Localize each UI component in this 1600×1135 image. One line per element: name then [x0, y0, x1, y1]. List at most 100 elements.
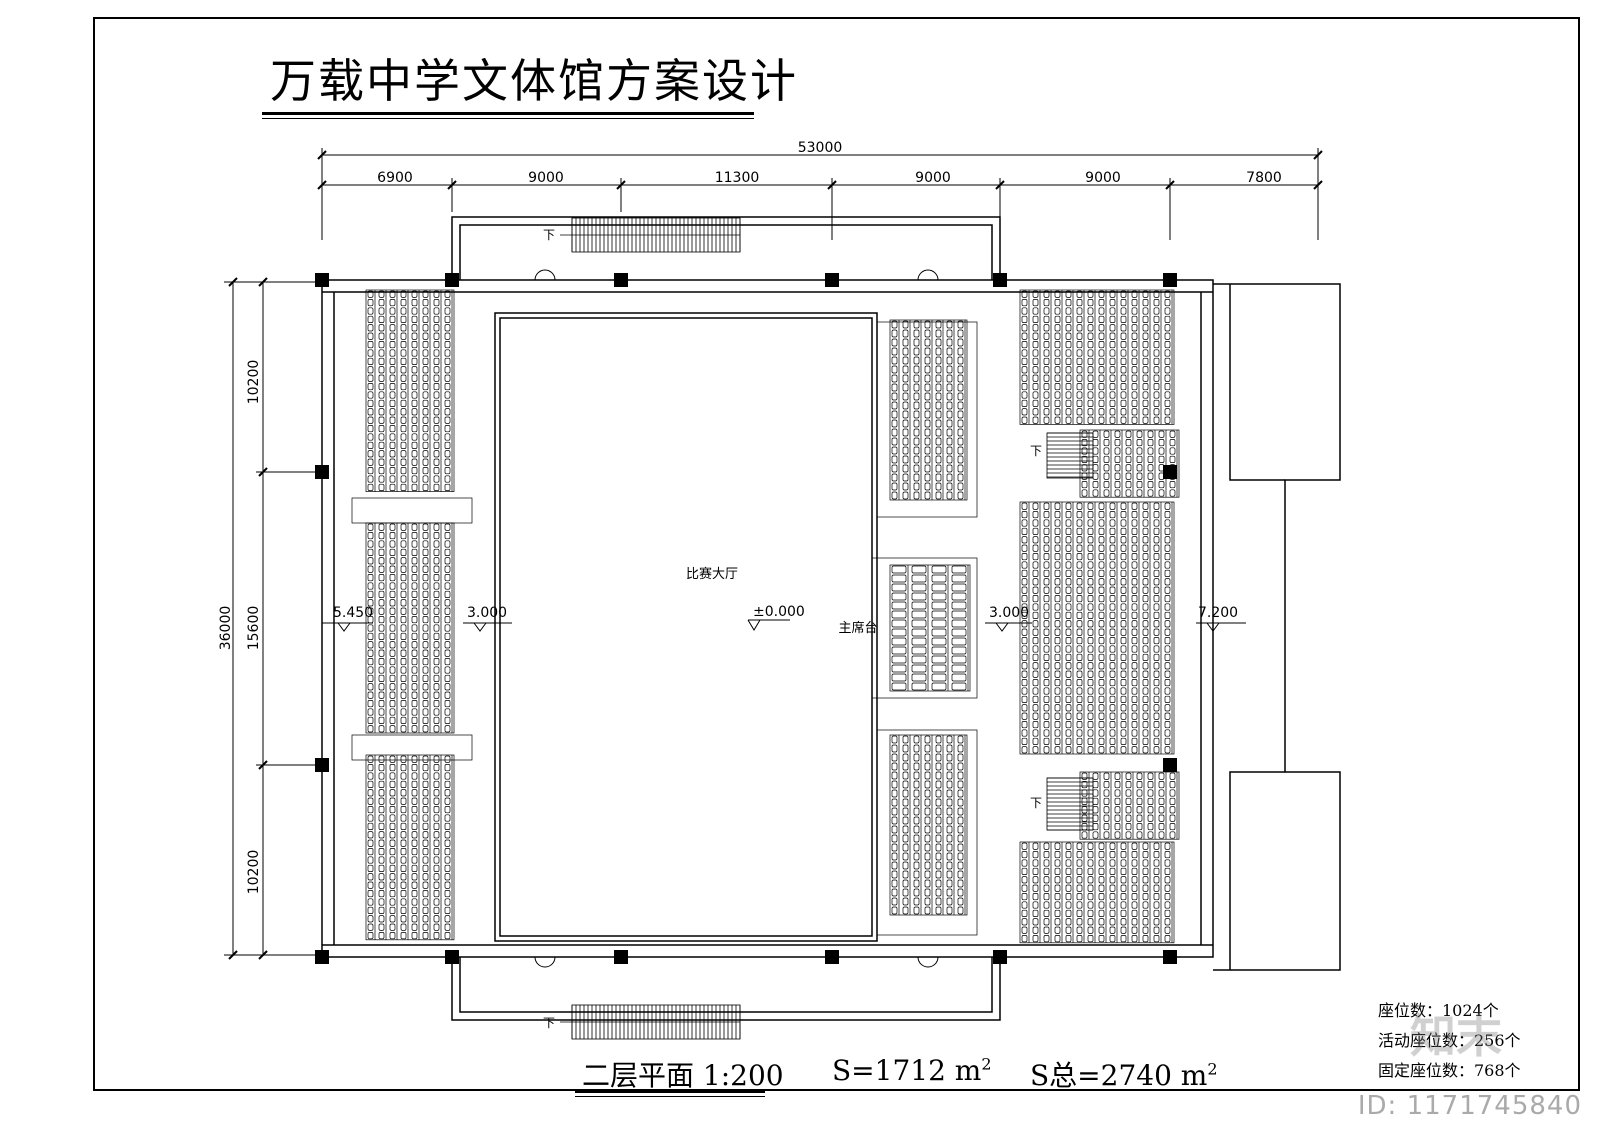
seat: [1043, 918, 1050, 926]
seat: [422, 574, 429, 582]
seat: [389, 332, 396, 340]
seat: [1076, 842, 1083, 850]
seat: [1098, 595, 1105, 603]
seat: [444, 299, 451, 307]
seat: [1158, 455, 1165, 463]
seat: [433, 932, 440, 940]
seat: [1065, 628, 1072, 636]
seat: [444, 789, 451, 797]
seat: [957, 789, 964, 798]
seat: [1120, 408, 1127, 416]
seat: [411, 932, 418, 940]
seat: [1065, 519, 1072, 527]
seat: [1142, 746, 1149, 754]
seat: [433, 856, 440, 864]
seat: [367, 772, 374, 780]
seat: [400, 839, 407, 847]
seat: [1153, 502, 1160, 510]
seat: [1076, 611, 1083, 619]
seat: [411, 408, 418, 416]
seat: [1098, 620, 1105, 628]
column: [614, 273, 628, 287]
seat: [957, 419, 964, 428]
seat: [1120, 307, 1127, 315]
seat: [422, 848, 429, 856]
seat: [1043, 341, 1050, 349]
seat: [1120, 519, 1127, 527]
seat: [1164, 357, 1171, 365]
seat: [1120, 332, 1127, 340]
seat: [422, 540, 429, 548]
seat: [367, 540, 374, 548]
seat: [924, 870, 931, 879]
seat: [444, 725, 451, 733]
seat: [913, 780, 920, 789]
seat: [1109, 704, 1116, 712]
seat: [902, 491, 909, 500]
seat: [913, 320, 920, 329]
seat: [1065, 746, 1072, 754]
seat: [1032, 374, 1039, 382]
seat: [957, 473, 964, 482]
seat: [400, 898, 407, 906]
area-sup: 2: [981, 1054, 992, 1074]
seat: [1054, 746, 1061, 754]
seat: [389, 864, 396, 872]
seat: [1098, 712, 1105, 720]
seat: [1131, 611, 1138, 619]
seat: [1120, 876, 1127, 884]
seat: [1032, 901, 1039, 909]
dim-bay-1: 6900: [377, 170, 413, 186]
seat: [931, 565, 947, 574]
seat: [1109, 653, 1116, 661]
seat: [1109, 859, 1116, 867]
building-walls: [321, 216, 1341, 1021]
seat: [1054, 729, 1061, 737]
seat: [902, 383, 909, 392]
seat: [1147, 772, 1154, 780]
seat: [1131, 628, 1138, 636]
seat: [951, 655, 967, 664]
seat: [957, 482, 964, 491]
seat: [367, 915, 374, 923]
seat: [1087, 704, 1094, 712]
seat: [389, 315, 396, 323]
seat: [422, 708, 429, 716]
seat-block: [1079, 771, 1180, 840]
seat: [1032, 341, 1039, 349]
seat: [422, 716, 429, 724]
seat: [891, 771, 898, 780]
seat: [1125, 831, 1132, 839]
seat: [1164, 662, 1171, 670]
seat: [433, 700, 440, 708]
seat: [1087, 357, 1094, 365]
seat: [957, 446, 964, 455]
seat: [389, 923, 396, 931]
seat: [1120, 290, 1127, 298]
seat: [1043, 628, 1050, 636]
seat: [902, 392, 909, 401]
seat: [1131, 695, 1138, 703]
seat: [1136, 472, 1143, 480]
seat: [1081, 781, 1088, 789]
seat: [400, 674, 407, 682]
seat: [411, 789, 418, 797]
seat: [1076, 729, 1083, 737]
seat: [422, 839, 429, 847]
seat: [400, 881, 407, 889]
seat: [902, 789, 909, 798]
seat: [902, 897, 909, 906]
seat: [1164, 290, 1171, 298]
seat: [1131, 704, 1138, 712]
seat: [444, 831, 451, 839]
seat: [1164, 935, 1171, 943]
seat: [367, 290, 374, 298]
seat: [931, 655, 947, 664]
seat: [1087, 867, 1094, 875]
seat: [411, 557, 418, 565]
seat: [411, 881, 418, 889]
seat: [911, 637, 927, 646]
seat: [1065, 842, 1072, 850]
seat: [389, 425, 396, 433]
seat: [1114, 430, 1121, 438]
